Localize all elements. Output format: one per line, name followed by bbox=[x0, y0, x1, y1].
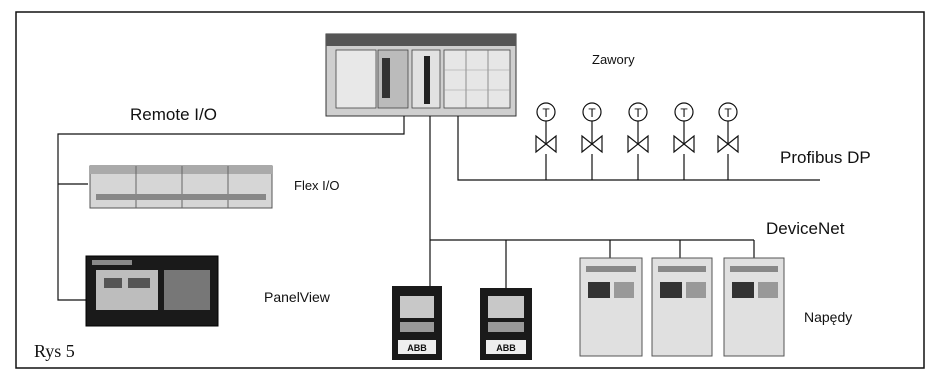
flex-io-module bbox=[90, 166, 272, 208]
zawory-label: Zawory bbox=[592, 52, 635, 67]
valve-4: T bbox=[674, 103, 694, 152]
valve-label: T bbox=[588, 106, 596, 120]
valve-label: T bbox=[542, 106, 550, 120]
valve-1: T bbox=[536, 103, 556, 152]
valve-label: T bbox=[724, 106, 732, 120]
drive-unit-3 bbox=[724, 258, 784, 356]
panelview-label: PanelView bbox=[264, 289, 331, 305]
drive-unit-2 bbox=[652, 258, 712, 356]
abb-badge-1: ABB bbox=[407, 343, 427, 353]
drive-unit-1 bbox=[580, 258, 642, 356]
valve-3: T bbox=[628, 103, 648, 152]
valve-5: T bbox=[718, 103, 738, 152]
panelview-terminal bbox=[86, 256, 218, 326]
plc-rack bbox=[326, 34, 516, 116]
figure-caption: Rys 5 bbox=[34, 341, 75, 361]
valve-label: T bbox=[680, 106, 688, 120]
valve-2: T bbox=[582, 103, 602, 152]
flex-io-label: Flex I/O bbox=[294, 178, 340, 193]
napedy-label: Napędy bbox=[804, 309, 852, 325]
remote-io-label: Remote I/O bbox=[130, 105, 217, 124]
devicenet-label: DeviceNet bbox=[766, 219, 845, 238]
abb-badge-2: ABB bbox=[496, 343, 516, 353]
profibus-bus bbox=[458, 116, 820, 180]
profibus-label: Profibus DP bbox=[780, 148, 871, 167]
valve-label: T bbox=[634, 106, 642, 120]
